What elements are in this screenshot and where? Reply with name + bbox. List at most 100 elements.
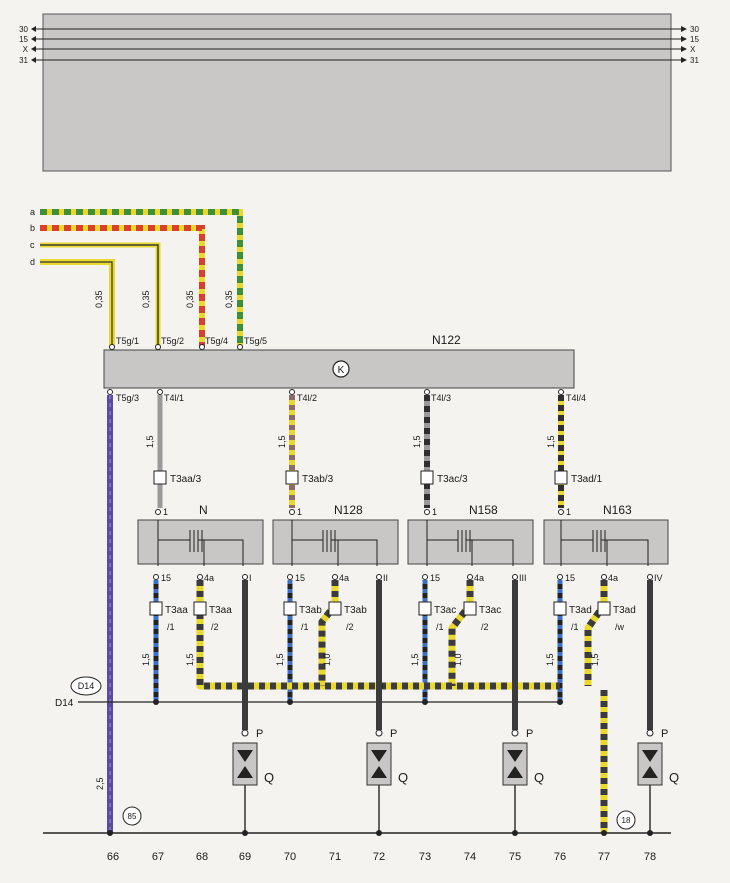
column-number: 78 — [644, 851, 656, 863]
column-number: 71 — [329, 851, 341, 863]
connector-icons-top — [153, 470, 568, 485]
device-label: Q — [264, 770, 274, 785]
pin-label: T5g/2 — [161, 336, 184, 346]
input-wire-b — [40, 225, 205, 346]
column-number: 76 — [554, 851, 566, 863]
pin-label: T5g/4 — [205, 336, 228, 346]
rail-left-label: X — [23, 45, 29, 54]
input-wire-d — [40, 259, 115, 346]
pin-label: IV — [654, 573, 663, 583]
gauge-label: 1,5 — [546, 435, 556, 448]
pin-label: T5g/1 — [116, 336, 139, 346]
column-number: 72 — [373, 851, 385, 863]
connector-sub-label: /2 — [481, 622, 489, 632]
pin-label: 1 — [297, 507, 302, 517]
connector-label: T3ac — [479, 605, 501, 616]
gauge-label: 1,5 — [590, 653, 600, 666]
ground-junctions — [107, 830, 653, 836]
pin-label: 15 — [161, 573, 171, 583]
gauge-label: 1,5 — [145, 435, 155, 448]
module-symbol — [332, 360, 350, 378]
gauge-label: 1,5 — [545, 653, 555, 666]
pin-label: III — [519, 573, 527, 583]
module-bottom-pins — [107, 389, 564, 395]
plug-wires — [242, 580, 653, 730]
pin-label: T5g/5 — [244, 336, 267, 346]
plug-pin-label: P — [390, 728, 397, 740]
gauge-label: 1,0 — [322, 653, 332, 666]
unit-name: N163 — [603, 503, 632, 517]
gauge-label: 1,0 — [453, 653, 463, 666]
module-name: N122 — [432, 333, 461, 347]
wire-label-d: d — [30, 257, 35, 267]
connector-icons-bottom — [149, 601, 611, 616]
ground-marker — [616, 810, 636, 830]
connector-sub-label: /2 — [211, 622, 219, 632]
connector-label: T3ad/1 — [571, 474, 603, 485]
gauge-label: 1,5 — [277, 435, 287, 448]
column-number: 74 — [464, 851, 476, 863]
transformer-icons — [157, 520, 649, 566]
top-panel — [42, 13, 672, 172]
pin4a-bus — [196, 580, 608, 690]
ground-marker — [122, 806, 142, 826]
pin15-wires — [153, 580, 563, 702]
pin-label: T4l/3 — [431, 393, 451, 403]
column-number: 67 — [152, 851, 164, 863]
wire-label-c: c — [30, 240, 35, 250]
gauge-label: 1,5 — [410, 653, 420, 666]
rail-left-label: 15 — [19, 35, 28, 44]
unit-top-pins — [155, 509, 564, 515]
pin-label: T4l/4 — [566, 393, 586, 403]
device-label: Q — [669, 770, 679, 785]
rail-left-label: 30 — [19, 25, 28, 34]
column-number: 68 — [196, 851, 208, 863]
pin-label: 1 — [163, 507, 168, 517]
connector-sub-label: /w — [615, 622, 625, 632]
bus-label: D14 — [55, 698, 74, 709]
connector-label: T3ac — [434, 605, 456, 616]
device-label: Q — [534, 770, 544, 785]
input-wire-a — [40, 209, 243, 346]
gauge-label: 2,5 — [95, 777, 105, 790]
pin-label: 4a — [474, 573, 484, 583]
column-number: 69 — [239, 851, 251, 863]
glow-plug-icons — [237, 750, 658, 778]
pin-label: I — [249, 573, 252, 583]
column-number: 75 — [509, 851, 521, 863]
pin-label: 4a — [339, 573, 349, 583]
gauge-label: 1,5 — [141, 653, 151, 666]
wire-label-a: a — [30, 207, 35, 217]
connector-label: T3aa — [209, 605, 232, 616]
rail-right-label: 30 — [690, 25, 699, 34]
plug-pin-label: P — [526, 728, 533, 740]
wire-label-b: b — [30, 223, 35, 233]
pin-label: 4a — [608, 573, 618, 583]
gauge-label: 0,35 — [94, 290, 104, 308]
pin-label: II — [383, 573, 388, 583]
connector-label: T3aa — [165, 605, 188, 616]
column-number: 77 — [598, 851, 610, 863]
connector-sub-label: /1 — [436, 622, 444, 632]
connector-label: T3ab — [344, 605, 367, 616]
gauge-label: 1,5 — [275, 653, 285, 666]
unit-bottom-pins — [153, 574, 653, 580]
bus-marker-label: D14 — [78, 681, 95, 691]
connector-label: T3aa/3 — [170, 474, 202, 485]
bus-marker — [70, 676, 102, 696]
gauge-label: 0,35 — [224, 290, 234, 308]
rail-right-label: 15 — [690, 35, 699, 44]
unit-name: N128 — [334, 503, 363, 517]
connector-sub-label: /1 — [301, 622, 309, 632]
device-label: Q — [398, 770, 408, 785]
output-wires — [157, 395, 564, 508]
pin-label: 15 — [430, 573, 440, 583]
connector-label: T3ab/3 — [302, 474, 334, 485]
pin-label: 1 — [566, 507, 571, 517]
rail-left-label: 31 — [19, 56, 28, 65]
connector-sub-label: /1 — [571, 622, 579, 632]
column-number: 70 — [284, 851, 296, 863]
gauge-label: 1,5 — [185, 653, 195, 666]
